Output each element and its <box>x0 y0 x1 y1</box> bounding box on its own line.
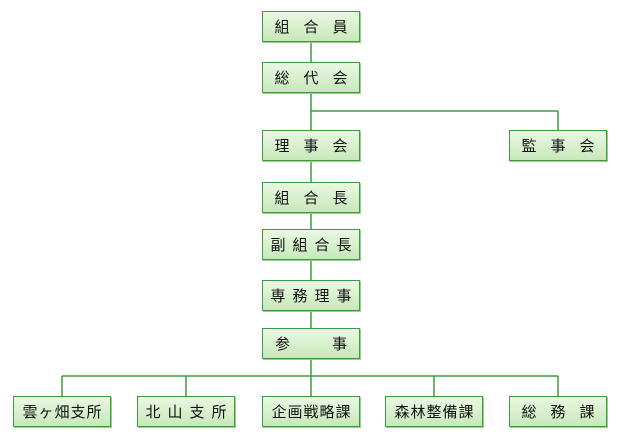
node-somu-ka: 総務課 <box>509 396 607 427</box>
node-sanji: 参事 <box>262 328 360 359</box>
node-kikaku-senryaku-ka: 企画戦略課 <box>262 396 360 427</box>
node-kumiaicho: 組合長 <box>262 182 360 213</box>
node-unagahata-shisho: 雲ヶ畑支所 <box>13 396 111 427</box>
node-rijikai: 理事会 <box>262 130 360 161</box>
node-fuku-kumiaicho: 副組合長 <box>262 229 360 260</box>
node-kumiaiin: 組合員 <box>262 11 360 42</box>
node-kitayama-shisho: 北山支所 <box>137 396 235 427</box>
node-sodaikai: 総代会 <box>262 62 360 93</box>
node-senmu-riji: 専務理事 <box>262 280 360 311</box>
node-kanjikai: 監事会 <box>509 130 607 161</box>
node-shinrin-seibi-ka: 森林整備課 <box>385 396 483 427</box>
